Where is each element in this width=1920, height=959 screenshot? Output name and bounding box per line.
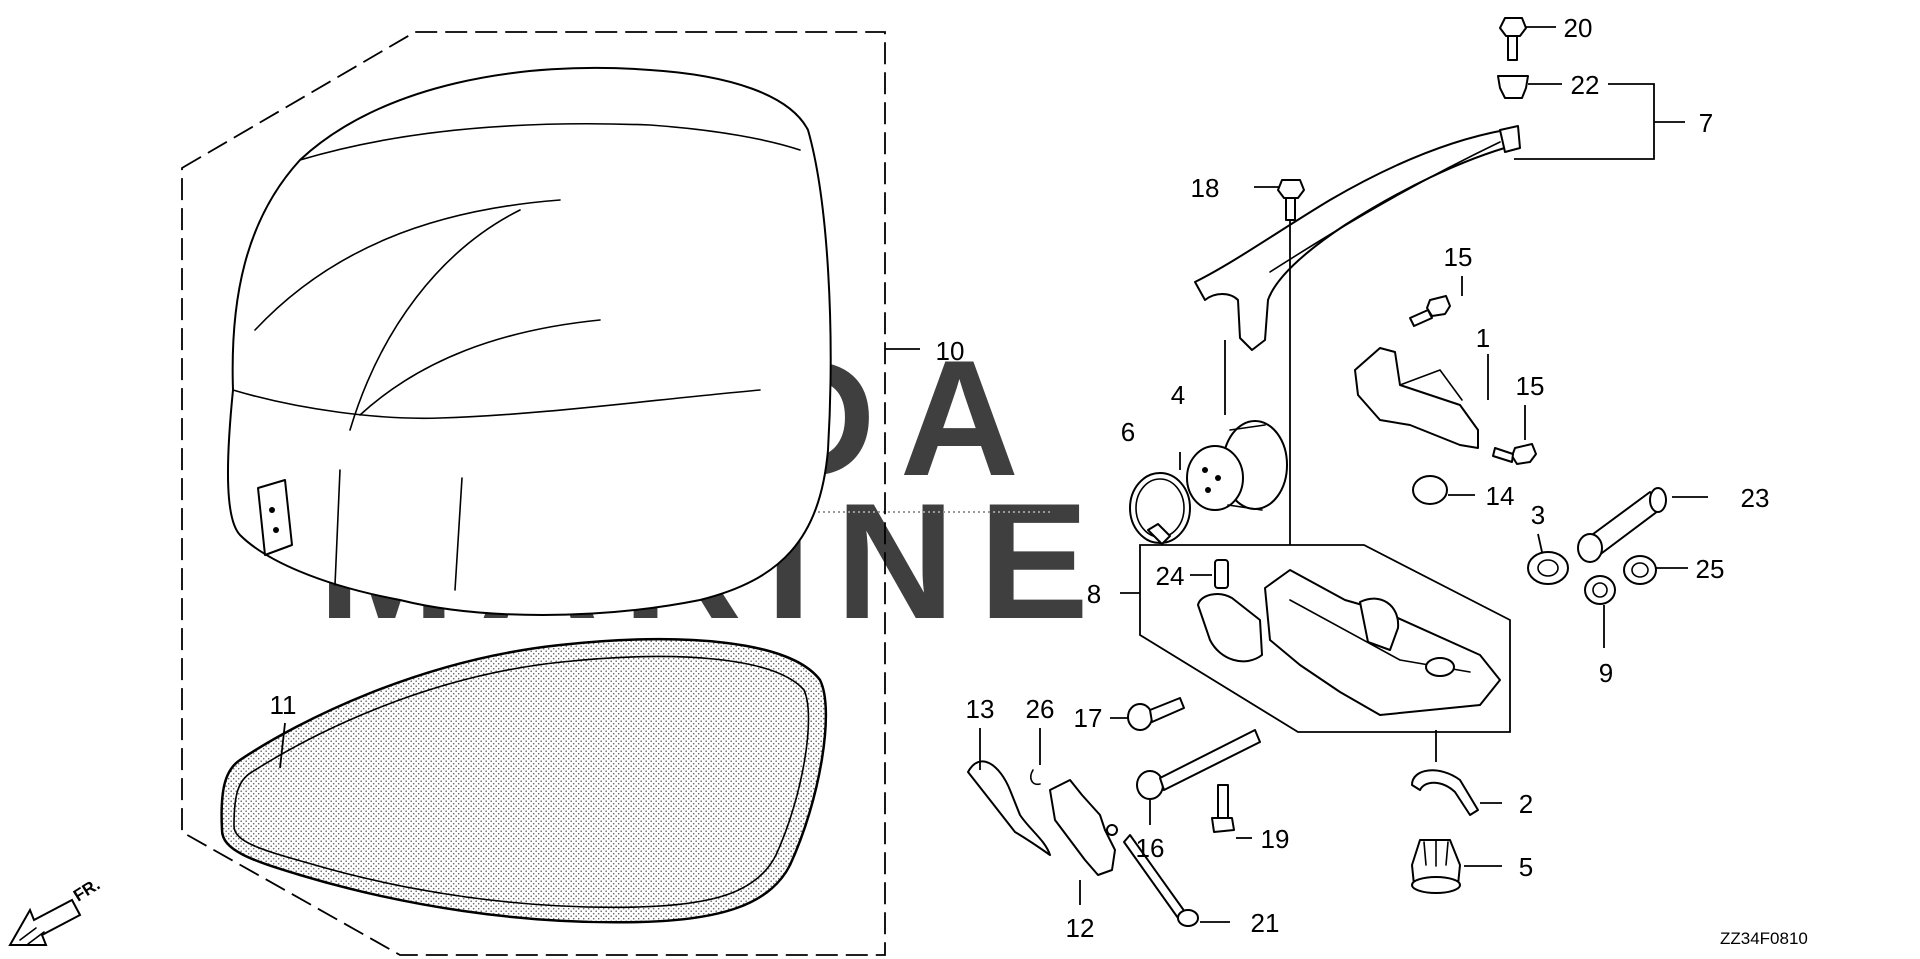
switch-bracket-part[interactable] xyxy=(1354,347,1479,449)
cover-group-frame xyxy=(181,31,886,956)
callout-11[interactable]: 11 xyxy=(270,690,297,720)
callout-17[interactable]: 17 xyxy=(1074,703,1103,733)
callout-13[interactable]: 13 xyxy=(966,694,995,724)
lever-part[interactable] xyxy=(1049,779,1118,876)
bolt-24-part[interactable] xyxy=(1214,559,1229,589)
bushing-22-part[interactable] xyxy=(1497,75,1529,99)
callout-4[interactable]: 4 xyxy=(1171,380,1185,410)
bolt-21-part[interactable] xyxy=(1123,834,1199,927)
grommet-3-part[interactable] xyxy=(1527,551,1569,585)
callout-8[interactable]: 8 xyxy=(1087,579,1101,609)
bolt-16-part[interactable] xyxy=(1136,729,1261,800)
callout-2[interactable]: 2 xyxy=(1519,789,1533,819)
callout-23[interactable]: 23 xyxy=(1741,483,1770,513)
callout-6[interactable]: 6 xyxy=(1121,417,1135,447)
callout-labels: 1234567891011121314151516171819202122232… xyxy=(270,13,1770,943)
collar-part[interactable] xyxy=(1584,575,1616,605)
direction-label: FR. xyxy=(70,875,103,906)
callout-20[interactable]: 20 xyxy=(1564,13,1593,43)
grommet-5-part[interactable] xyxy=(1411,839,1461,894)
callout-14[interactable]: 14 xyxy=(1486,481,1515,511)
callout-15[interactable]: 15 xyxy=(1516,371,1545,401)
callout-22[interactable]: 22 xyxy=(1571,70,1600,100)
bolt-19-part[interactable] xyxy=(1211,784,1235,833)
bolt-20-part[interactable] xyxy=(1499,17,1527,61)
wire-clip-part[interactable] xyxy=(1411,769,1479,816)
callout-25[interactable]: 25 xyxy=(1696,554,1725,584)
pin-part[interactable] xyxy=(1577,487,1667,563)
callout-5[interactable]: 5 xyxy=(1519,852,1533,882)
spring-part[interactable] xyxy=(967,760,1051,856)
callout-19[interactable]: 19 xyxy=(1261,824,1290,854)
callout-21[interactable]: 21 xyxy=(1251,908,1280,938)
engine-cover-part[interactable] xyxy=(226,66,832,616)
bolt-15a-part[interactable] xyxy=(1409,295,1451,327)
callout-26[interactable]: 26 xyxy=(1026,694,1055,724)
callout-15[interactable]: 15 xyxy=(1444,242,1473,272)
callout-12[interactable]: 12 xyxy=(1066,913,1095,943)
cap-part[interactable] xyxy=(1412,475,1448,505)
callout-9[interactable]: 9 xyxy=(1599,658,1613,688)
bolt-15b-part[interactable] xyxy=(1492,443,1537,465)
bracket-group-frame xyxy=(1139,544,1511,733)
clamp-part[interactable] xyxy=(1129,472,1191,545)
callout-16[interactable]: 16 xyxy=(1136,833,1165,863)
callout-18[interactable]: 18 xyxy=(1191,173,1220,203)
callout-24[interactable]: 24 xyxy=(1156,561,1185,591)
front-direction-indicator: FR. xyxy=(8,875,103,946)
grommet-part[interactable] xyxy=(1186,420,1288,511)
callout-7[interactable]: 7 xyxy=(1699,108,1713,138)
callout-1[interactable]: 1 xyxy=(1476,323,1490,353)
bracket-holder-part[interactable] xyxy=(1197,569,1501,716)
figure-code: ZZ34F0810 xyxy=(1720,929,1808,948)
callout-10[interactable]: 10 xyxy=(936,336,965,366)
cover-seal-part[interactable] xyxy=(220,638,828,924)
clip-part[interactable] xyxy=(1030,769,1041,786)
bolt-18-part[interactable] xyxy=(1277,179,1305,221)
leader-lines xyxy=(279,26,1708,923)
bolt-17-part[interactable] xyxy=(1127,697,1185,731)
callout-3[interactable]: 3 xyxy=(1531,500,1545,530)
direction-arrow-icon xyxy=(8,898,82,946)
handle-arm-part[interactable] xyxy=(1194,125,1521,351)
collar-25-part[interactable] xyxy=(1623,555,1657,585)
